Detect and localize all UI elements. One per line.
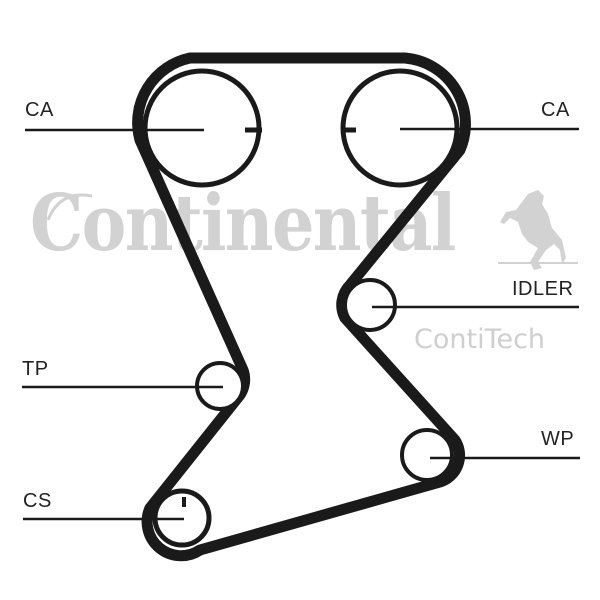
label-tp: TP — [22, 358, 49, 380]
pulley-ca-right — [340, 68, 579, 188]
label-idler: IDLER — [512, 278, 574, 300]
pulley-idler — [343, 278, 579, 332]
pulley-cs — [23, 488, 212, 548]
contitech-watermark: ContiTech — [414, 324, 546, 355]
rearing-horse-icon — [498, 190, 578, 270]
timing-belt — [132, 52, 471, 562]
label-wp: WP — [541, 428, 575, 450]
continental-swoosh — [46, 193, 93, 221]
label-ca-left: CA — [25, 99, 54, 121]
pulley-wp — [400, 428, 580, 482]
label-ca-right: CA — [541, 99, 570, 121]
label-cs: CS — [23, 490, 52, 512]
continental-watermark: Continental — [30, 178, 456, 269]
pulley-tp — [22, 361, 245, 411]
pulley-ca-left — [25, 68, 262, 188]
